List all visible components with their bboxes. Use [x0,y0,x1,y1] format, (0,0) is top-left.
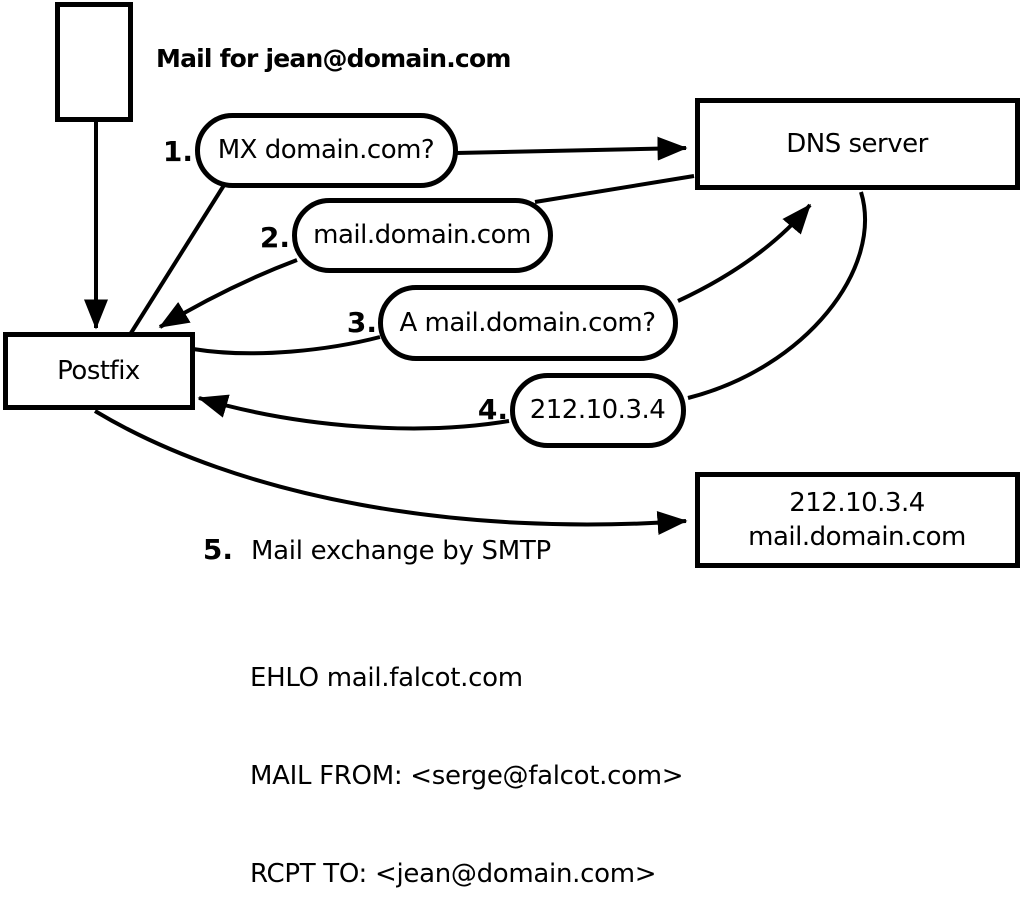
smtp-session-transcript: EHLO mail.falcot.com MAIL FROM: <serge@f… [250,597,684,919]
dns-server-node [695,98,1020,190]
postfix-label: Postfix [57,355,140,386]
step-5-label: Mail exchange by SMTP [251,536,551,566]
step-5-number: 5. [202,533,233,566]
mail-server-node [695,472,1020,568]
step-4-number: 4. [477,393,508,426]
mail-server-ip: 212.10.3.4 [789,487,925,518]
smtp-line: EHLO mail.falcot.com [250,663,523,694]
pill-query-a [378,285,678,361]
mail-note: Mail for jean@domain.com [156,44,511,73]
step-1-query-label: MX domain.com? [217,135,435,165]
step-1-number: 1. [162,135,193,168]
mail-server-hostname: mail.domain.com [748,521,966,552]
step-2-number: 2. [259,221,290,254]
message-node [55,2,133,122]
line-dns-to-response-mx [534,174,695,204]
arrow-query-a-to-dns [677,203,812,303]
dns-server-label: DNS server [786,128,928,159]
step-4-response-label: 212.10.3.4 [529,395,666,425]
line-postfix-to-query-mx [129,180,228,335]
arrow-query-mx-to-dns [455,136,688,161]
arrow-response-a-to-postfix [197,394,510,431]
postfix-node [3,332,195,410]
step-3-number: 3. [346,306,377,339]
line-dns-to-response-a [687,191,867,400]
pill-response-mx [292,198,553,273]
arrow-smtp-exchange [93,409,688,535]
pill-response-a [510,373,686,448]
smtp-line: MAIL FROM: <serge@falcot.com> [250,760,684,791]
smtp-line: RCPT TO: <jean@domain.com> [250,858,657,889]
mail-server-label: 212.10.3.4 mail.domain.com [697,474,1017,565]
step-3-query-label: A mail.domain.com? [399,307,657,338]
pill-query-mx [195,113,458,188]
arrow-response-mx-to-postfix [158,258,298,329]
step-2-response-label: mail.domain.com [313,220,531,250]
line-postfix-to-query-a [192,335,381,356]
